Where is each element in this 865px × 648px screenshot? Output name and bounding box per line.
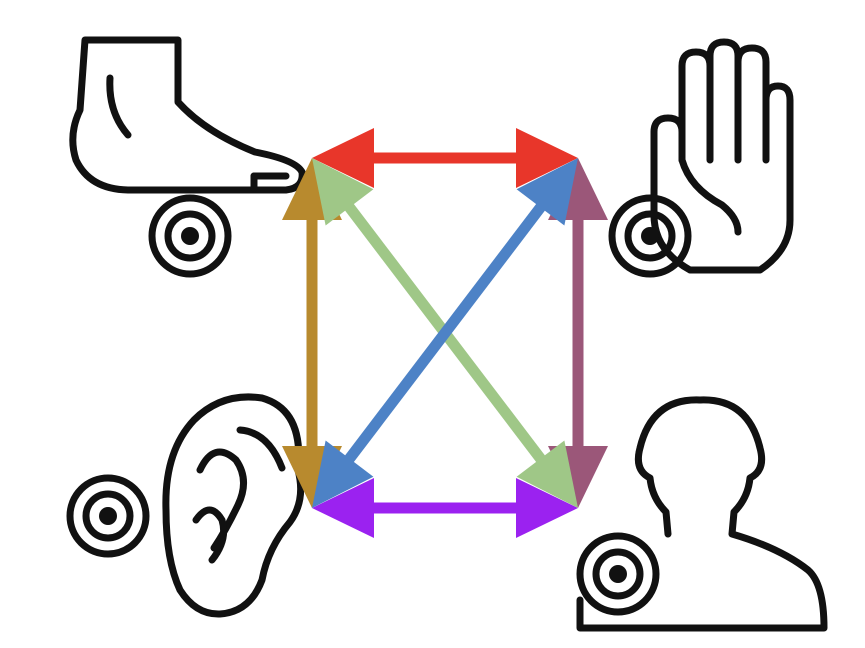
target-icon [608,194,692,278]
arrowhead-foot [312,128,374,188]
connection-hand-ear [312,158,578,508]
target-icon [148,194,232,278]
arrowhead-foot [312,158,374,226]
hand-icon [650,38,794,274]
connection-shaft-hand-ear [342,200,548,466]
connections-layer [282,128,608,538]
arrowhead-head [516,478,578,538]
target-icon [66,474,150,558]
connection-foot-hand [312,128,578,188]
foot-icon [69,36,306,194]
arrowhead-ear [312,478,374,538]
arrowhead-head [516,440,578,508]
connection-ear-head [312,478,578,538]
head-silhouette-icon [576,396,828,632]
target-icon [576,532,660,616]
arrowhead-ear [312,440,374,508]
ear-icon [162,393,305,618]
arrowhead-hand [516,158,578,226]
arrowhead-hand [516,128,578,188]
